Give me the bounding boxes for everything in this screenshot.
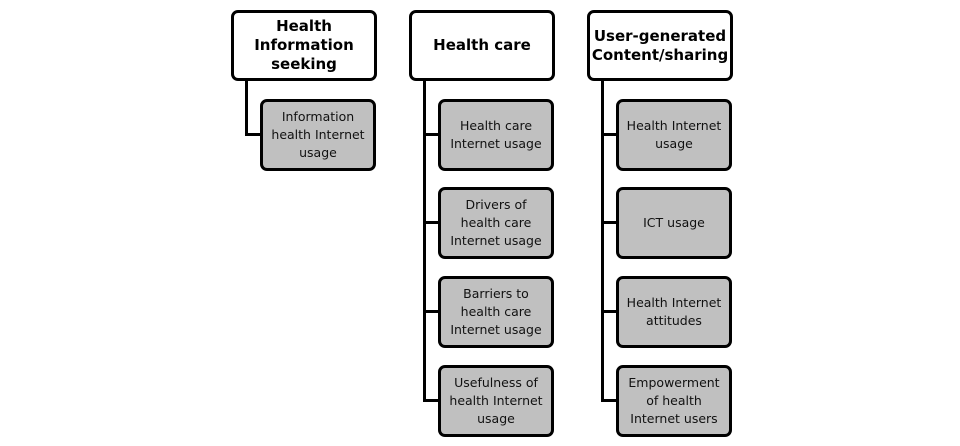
category-item-label: Health care Internet usage [450, 118, 542, 151]
connector-trunk [601, 78, 604, 402]
connector-branch [423, 310, 439, 313]
category-item: Usefulness of health Internet usage [438, 365, 554, 437]
category-item-label: Health Internet attitudes [626, 295, 722, 328]
category-item: Information health Internet usage [260, 99, 376, 171]
connector-branch [423, 221, 439, 224]
connector-trunk [423, 78, 426, 402]
column-header: User-generated Content/sharing [587, 10, 733, 81]
column-header: Health care [409, 10, 555, 81]
category-item-label: Barriers to health care Internet usage [450, 286, 542, 337]
category-item: ICT usage [616, 187, 732, 259]
category-item: Health Internet usage [616, 99, 732, 171]
category-item-label: Information health Internet usage [271, 109, 365, 160]
column-header-label: Health Information seeking [254, 17, 354, 73]
category-item: Health Internet attitudes [616, 276, 732, 348]
connector-branch [601, 133, 617, 136]
connector-branch [601, 310, 617, 313]
connector-branch [423, 133, 439, 136]
category-item-label: Usefulness of health Internet usage [449, 375, 543, 426]
category-item: Health care Internet usage [438, 99, 554, 171]
connector-branch [601, 221, 617, 224]
connector-branch [601, 399, 617, 402]
column-header-label: Health care [433, 36, 531, 54]
connector-trunk [245, 78, 248, 136]
column-header: Health Information seeking [231, 10, 377, 81]
connector-branch [245, 133, 261, 136]
connector-branch [423, 399, 439, 402]
category-item: Barriers to health care Internet usage [438, 276, 554, 348]
category-item-label: Health Internet usage [626, 118, 722, 151]
category-item-label: ICT usage [643, 215, 705, 230]
category-item: Drivers of health care Internet usage [438, 187, 554, 259]
category-item-label: Drivers of health care Internet usage [450, 197, 542, 248]
category-item: Empowerment of health Internet users [616, 365, 732, 437]
category-item-label: Empowerment of health Internet users [628, 375, 720, 426]
column-header-label: User-generated Content/sharing [591, 26, 729, 64]
